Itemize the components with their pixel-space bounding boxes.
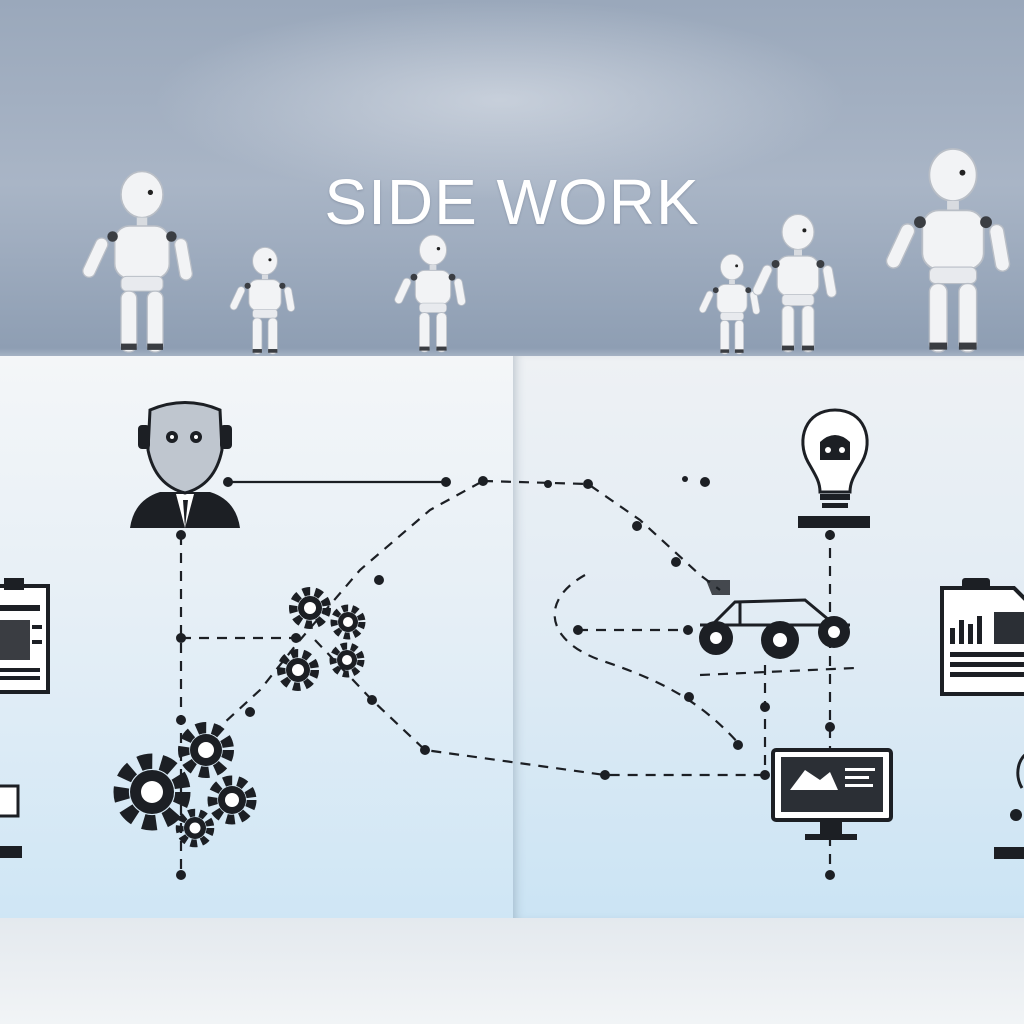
gear-icon xyxy=(121,591,362,843)
page-title: SIDE WORK xyxy=(324,166,700,238)
lightbulb-icon xyxy=(994,753,1024,859)
connector-lines xyxy=(179,479,856,875)
clipboard-chart-icon xyxy=(0,784,22,858)
monitor-icon xyxy=(771,748,893,840)
clipboard-chart-icon xyxy=(0,578,50,694)
connector-dots xyxy=(176,476,835,880)
lightbulb-icon xyxy=(798,408,870,528)
robot-figure-icon xyxy=(79,148,1012,355)
backdrop-glow xyxy=(150,0,850,200)
floor xyxy=(0,918,1024,1024)
document-chart-icon xyxy=(940,578,1024,696)
vehicle-icon xyxy=(699,580,850,659)
robot-head-person-icon xyxy=(130,401,240,528)
